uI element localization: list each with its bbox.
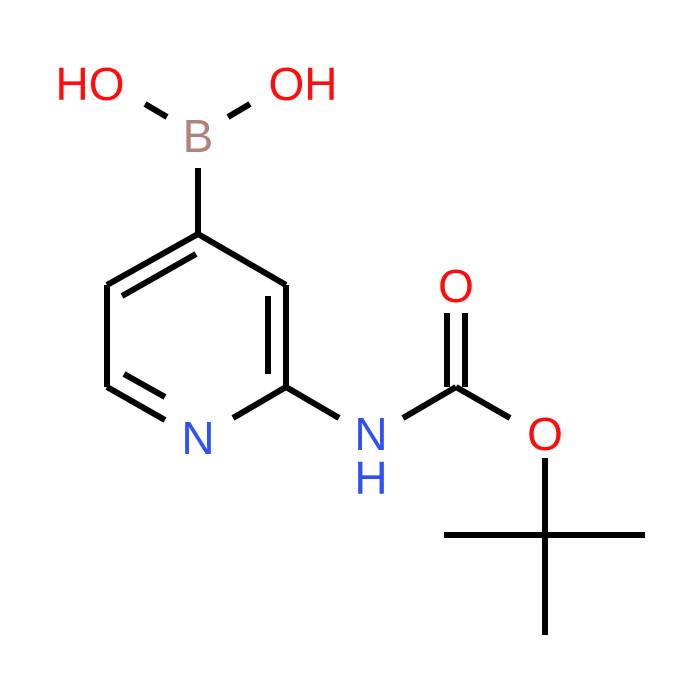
bond-c3-c4 — [196, 231, 288, 288]
carbonyl-oxygen-label: O — [438, 260, 474, 312]
bond-c2-nh — [284, 384, 341, 421]
ring-nitrogen-label: N — [181, 412, 214, 464]
bond-carbonyl-ester-o — [454, 384, 512, 421]
bond-c4-c5 — [105, 231, 200, 288]
amide-hydrogen-label: H — [354, 452, 387, 504]
oh-right-label: OH — [269, 58, 338, 110]
bond-n1-c2 — [231, 384, 288, 421]
oh-left-label: HO — [56, 58, 125, 110]
boron-label: B — [183, 110, 214, 162]
amide-nitrogen-label: N — [354, 408, 387, 460]
ester-oxygen-label: O — [527, 408, 563, 460]
bond-nh-carbonyl — [401, 384, 458, 421]
bond-boron-oh-right — [226, 101, 252, 120]
bond-c6-n1 — [105, 384, 167, 423]
bond-c6-n1-inner — [122, 371, 167, 400]
bond-c4-c5-inner — [120, 251, 198, 299]
bond-boron-oh-left — [143, 101, 169, 120]
